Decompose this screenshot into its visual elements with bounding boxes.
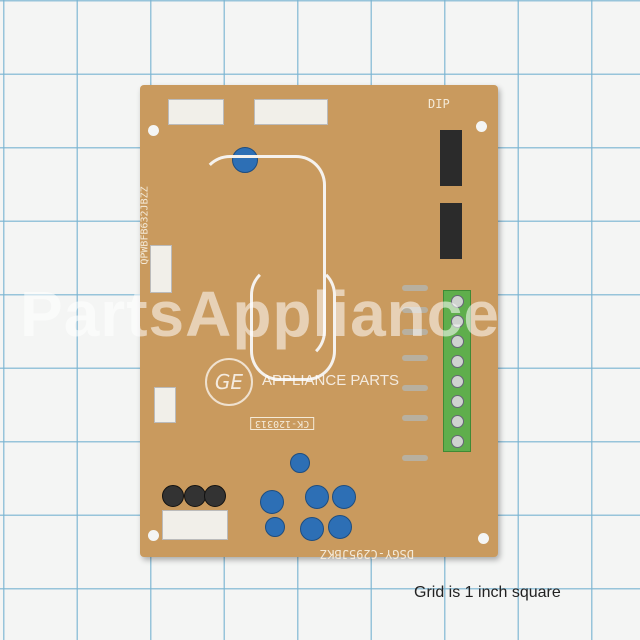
- ge-logo: GE: [205, 358, 253, 406]
- resistor: [402, 285, 428, 291]
- terminal-block: [443, 290, 471, 452]
- connector: [254, 99, 328, 125]
- mount-hole: [148, 125, 159, 136]
- capacitor: [305, 485, 329, 509]
- screw: [451, 435, 464, 448]
- wire-harness: [200, 155, 326, 361]
- mount-hole: [478, 533, 489, 544]
- resistor: [402, 355, 428, 361]
- connector: [162, 510, 228, 540]
- capacitor: [290, 453, 310, 473]
- grid-caption: Grid is 1 inch square: [414, 584, 561, 601]
- resistor: [402, 329, 428, 335]
- dip-label: DIP: [428, 97, 450, 111]
- circuit-board: DIP QPWBFB632JBZZ DSGY-C295JBKZ CK-12031…: [139, 85, 498, 561]
- screw: [451, 395, 464, 408]
- dip-switch: [440, 203, 462, 259]
- connector: [168, 99, 224, 125]
- screw: [451, 335, 464, 348]
- capacitor: [300, 517, 324, 541]
- watermark-caption: APPLIANCE PARTS: [262, 372, 399, 389]
- screw: [451, 315, 464, 328]
- resistor: [402, 307, 428, 313]
- connector: [154, 387, 176, 423]
- screw: [451, 295, 464, 308]
- ck-label: CK-120313: [250, 417, 315, 430]
- capacitor: [328, 515, 352, 539]
- mount-hole: [148, 530, 159, 541]
- resistor: [402, 415, 428, 421]
- watermark-text: PartsAppliance: [20, 278, 500, 350]
- resistor: [402, 455, 428, 461]
- dip-switch: [440, 130, 462, 186]
- capacitor: [184, 485, 206, 507]
- capacitor: [332, 485, 356, 509]
- resistor: [402, 385, 428, 391]
- screw: [451, 415, 464, 428]
- mount-hole: [476, 121, 487, 132]
- capacitor: [232, 147, 258, 173]
- capacitor: [162, 485, 184, 507]
- wire-harness: [250, 265, 336, 381]
- capacitor: [204, 485, 226, 507]
- part-number-left: QPWBFB632JBZZ: [139, 186, 151, 265]
- connector: [150, 245, 172, 293]
- capacitor: [260, 490, 284, 514]
- part-number-bottom: DSGY-C295JBKZ: [320, 547, 414, 561]
- screw: [451, 375, 464, 388]
- screw: [451, 355, 464, 368]
- capacitor: [265, 517, 285, 537]
